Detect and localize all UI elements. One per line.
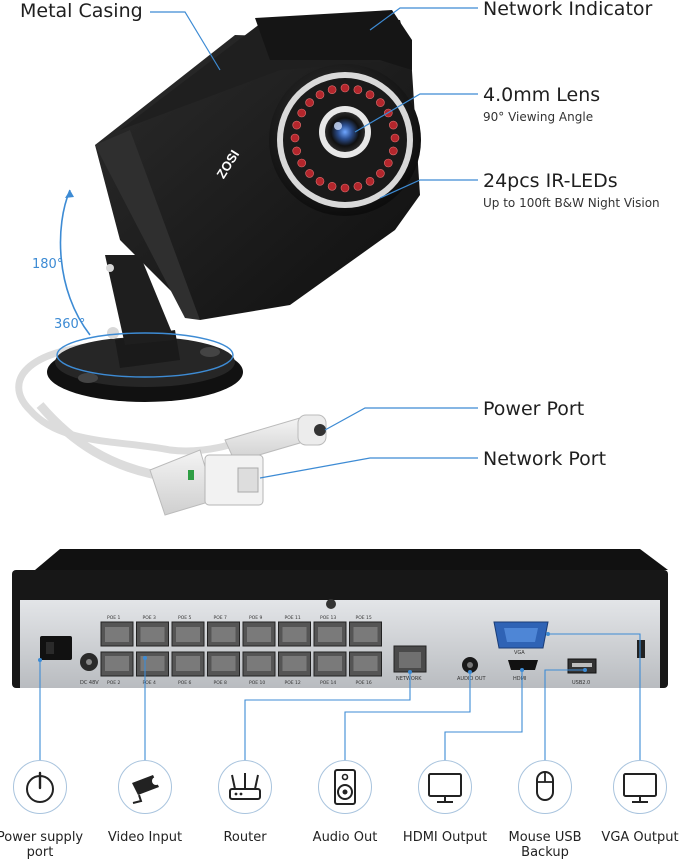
ir-led-label: 24pcs IR-LEDs xyxy=(483,170,618,192)
ir-led xyxy=(327,182,337,191)
monitor-icon xyxy=(418,760,472,814)
dc-label: DC 48V xyxy=(80,680,99,686)
ir-led xyxy=(365,90,375,99)
vertical-rotation-label: 180° xyxy=(32,257,63,272)
poe-label: POE 13 xyxy=(320,615,336,621)
camera-icon xyxy=(118,760,172,814)
router-icon xyxy=(218,760,272,814)
lens-sub-label: 90° Viewing Angle xyxy=(483,110,594,124)
ir-led xyxy=(353,85,363,94)
ir-led xyxy=(292,120,302,130)
poe-label: POE 12 xyxy=(285,680,301,686)
ir-led xyxy=(390,133,400,143)
poe-label: POE 3 xyxy=(143,615,157,621)
hdmi-port xyxy=(508,660,538,670)
icon-label: VGA Output xyxy=(601,830,679,845)
horizontal-rotation-label: 360° xyxy=(54,317,85,332)
mount-neck xyxy=(105,255,175,345)
poe-port-grid: POE 1 POE 3 POE 5 POE 7 POE 9 POE 11 POE 13 POE… xyxy=(100,615,382,686)
mouse-icon xyxy=(518,760,572,814)
poe-label: POE 14 xyxy=(320,680,336,686)
camera-leader-lines xyxy=(150,7,478,479)
icon-label: Router xyxy=(223,830,267,845)
ir-led xyxy=(315,90,325,99)
ir-led xyxy=(353,182,363,191)
horizontal-rotation-arc xyxy=(56,332,234,378)
ir-led xyxy=(376,98,385,107)
ir-led xyxy=(340,83,350,93)
lens-label: 4.0mm Lens xyxy=(483,84,601,106)
poe-label: POE 11 xyxy=(285,615,301,621)
ir-led xyxy=(315,177,325,186)
network-label: NETWORK xyxy=(396,676,422,682)
icon-label: HDMI Output xyxy=(402,830,488,845)
poe-label: POE 10 xyxy=(249,680,265,686)
network-port-label: Network Port xyxy=(483,448,607,470)
sunshield xyxy=(255,10,412,70)
poe-label: POE 4 xyxy=(143,680,157,686)
poe-label: POE 1 xyxy=(107,615,121,621)
ir-led xyxy=(383,158,393,168)
metal-casing-label: Metal Casing xyxy=(20,0,143,22)
ir-led xyxy=(376,169,385,178)
power-icon xyxy=(13,760,67,814)
power-switch xyxy=(40,636,72,660)
icon-label: Power supply port xyxy=(0,830,84,860)
icon-label: Audio Out xyxy=(312,830,378,845)
ir-led xyxy=(305,169,314,178)
poe-label: POE 7 xyxy=(214,615,228,621)
ir-led xyxy=(388,146,398,156)
ir-led xyxy=(365,177,375,186)
ir-led xyxy=(297,108,307,118)
icon-label: Video Input xyxy=(107,830,183,845)
vga-label: VGA xyxy=(514,650,525,656)
poe-label: POE 8 xyxy=(214,680,228,686)
usb-label: USB2.0 xyxy=(572,680,590,686)
audio-label: AUDIO OUT xyxy=(457,676,487,682)
ir-led-ring xyxy=(290,83,400,193)
ir-led xyxy=(290,133,300,143)
nvr-top xyxy=(35,549,668,570)
lens-icon xyxy=(325,112,365,152)
vertical-rotation-arc xyxy=(59,189,91,336)
poe-label: POE 5 xyxy=(178,615,192,621)
ir-led xyxy=(388,120,398,130)
monitor-icon xyxy=(613,760,667,814)
hdmi-label: HDMI xyxy=(513,676,526,682)
poe-label: POE 6 xyxy=(178,680,192,686)
network-indicator-label: Network Indicator xyxy=(483,0,653,20)
poe-label: POE 15 xyxy=(356,615,372,621)
nvr-leader-lines xyxy=(39,633,641,760)
ir-led xyxy=(297,158,307,168)
icon-label: Mouse USB Backup xyxy=(508,830,582,860)
ir-led xyxy=(292,146,302,156)
ir-led xyxy=(340,183,350,193)
power-port-label: Power Port xyxy=(483,398,585,420)
speaker-icon xyxy=(318,760,372,814)
ir-led xyxy=(305,98,314,107)
poe-label: POE 2 xyxy=(107,680,121,686)
poe-label: POE 16 xyxy=(356,680,372,686)
network-connector xyxy=(149,449,264,516)
ir-led-sub-label: Up to 100ft B&W Night Vision xyxy=(483,196,660,210)
poe-label: POE 9 xyxy=(249,615,263,621)
ir-led xyxy=(327,85,337,94)
